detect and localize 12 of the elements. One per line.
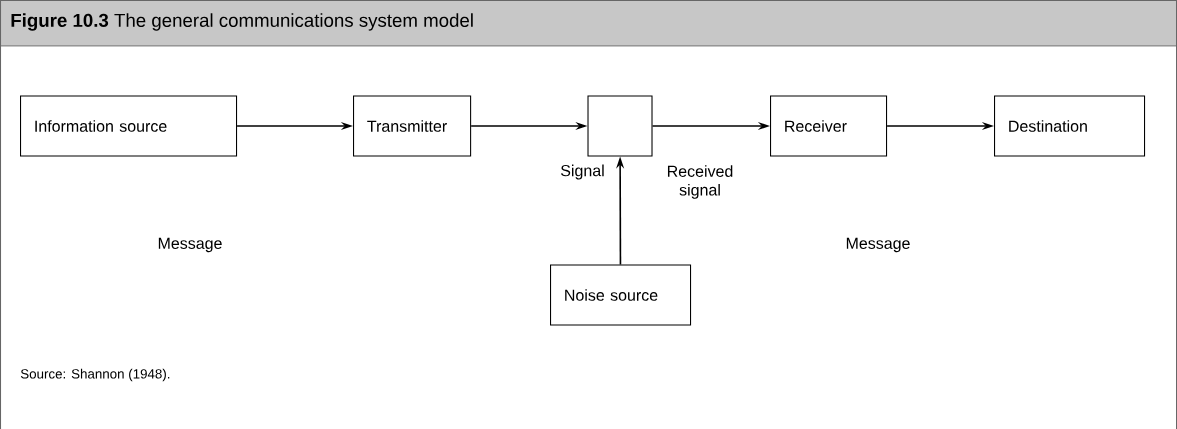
signal-label: Message: [158, 237, 222, 253]
process-box: Receiver: [770, 95, 888, 157]
signal-label: Received signal: [668, 165, 733, 199]
signal-label: Signal: [561, 164, 604, 180]
source-note: Source: Shannon (1948).: [20, 368, 170, 382]
process-box: Noise source: [550, 264, 692, 326]
signal-label: Message: [846, 237, 910, 253]
process-box: Destination: [994, 95, 1146, 157]
process-box: Information source: [20, 95, 238, 157]
empty-box: [587, 95, 653, 157]
figure-title: Figure 10.3 The general communications system model: [11, 13, 473, 31]
process-box: Transmitter: [353, 95, 472, 157]
